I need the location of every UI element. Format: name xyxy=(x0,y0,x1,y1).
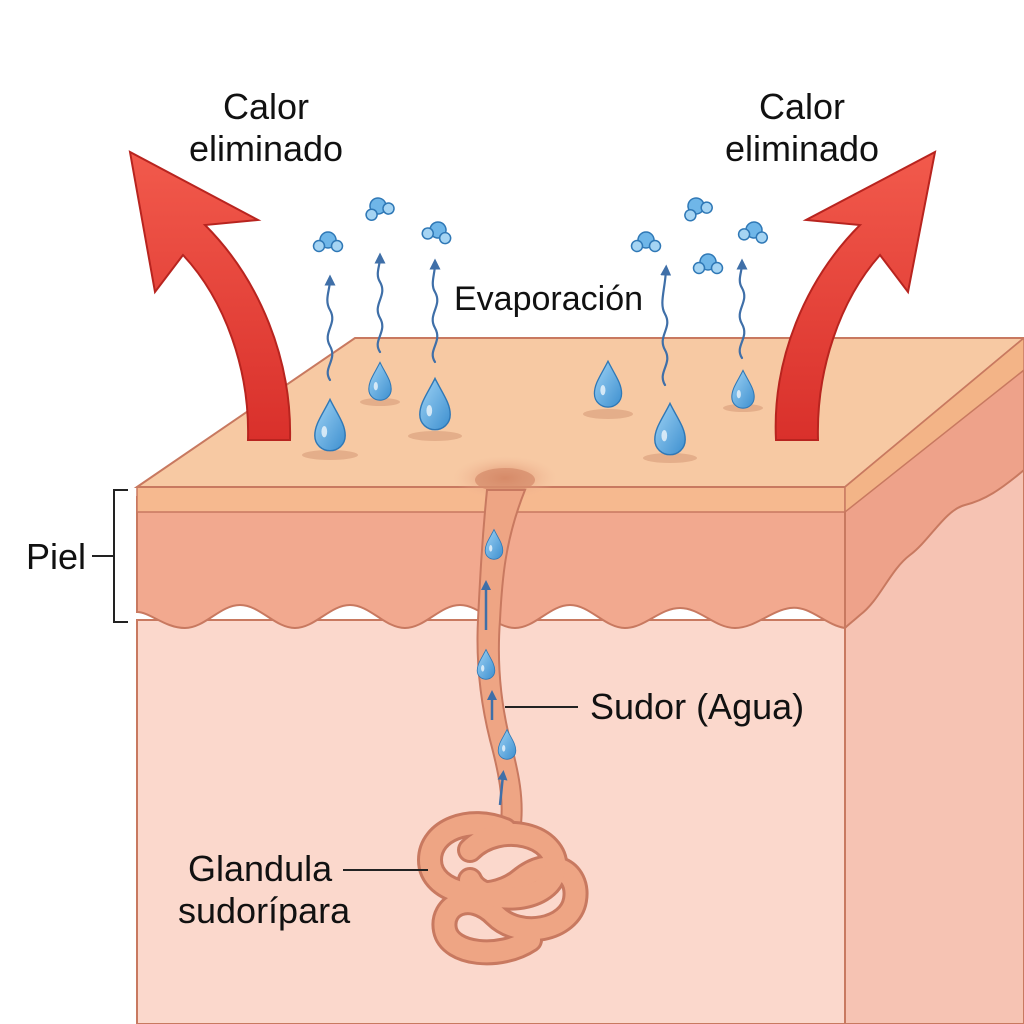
water-molecule-icon xyxy=(630,231,662,253)
gland-label-line2: sudorípara xyxy=(178,890,351,931)
heat-arrow-left-icon xyxy=(128,150,292,441)
heat-left-label: Calor eliminado xyxy=(186,86,346,170)
evaporation-squiggles xyxy=(324,252,748,387)
evaporation-squiggle-icon xyxy=(324,274,336,382)
heat-right-label: Calor eliminado xyxy=(722,86,882,170)
skin-label: Piel xyxy=(26,536,87,577)
water-molecule-icon xyxy=(420,217,455,246)
heat-right-label-line1: Calor xyxy=(758,86,846,127)
gland-label: Glandula sudorípara xyxy=(178,848,350,932)
evaporation-squiggle-icon xyxy=(374,252,386,354)
evaporation-label: Evaporación xyxy=(454,280,644,318)
evaporation-squiggle-icon xyxy=(429,258,441,364)
water-molecules xyxy=(312,191,771,275)
water-molecule-icon xyxy=(360,192,397,223)
evaporation-squiggle-icon xyxy=(660,264,672,387)
sweat-label: Sudor (Agua) xyxy=(590,686,805,727)
heat-arrow-right-icon xyxy=(774,150,937,441)
duct-sweat-flow xyxy=(476,529,517,806)
water-molecule-icon xyxy=(312,231,344,253)
skin-top-right-bevel xyxy=(844,337,1024,514)
evaporation-squiggle-icon xyxy=(736,258,748,360)
heat-right-label-line2: eliminado xyxy=(724,128,880,169)
sweat-gland-coil-icon xyxy=(416,811,589,966)
right-face-epidermis xyxy=(844,368,1024,631)
water-molecule-icon xyxy=(736,218,771,245)
heat-left-label-line2: eliminado xyxy=(188,128,344,169)
water-molecule-icon xyxy=(678,191,715,224)
heat-left-label-line1: Calor xyxy=(222,86,310,127)
duct-flow-arrow xyxy=(497,770,508,806)
water-molecule-icon xyxy=(692,253,724,275)
gland-label-line1: Glandula xyxy=(188,848,333,889)
surface-droplets xyxy=(302,360,763,463)
skin-bracket xyxy=(92,489,128,623)
